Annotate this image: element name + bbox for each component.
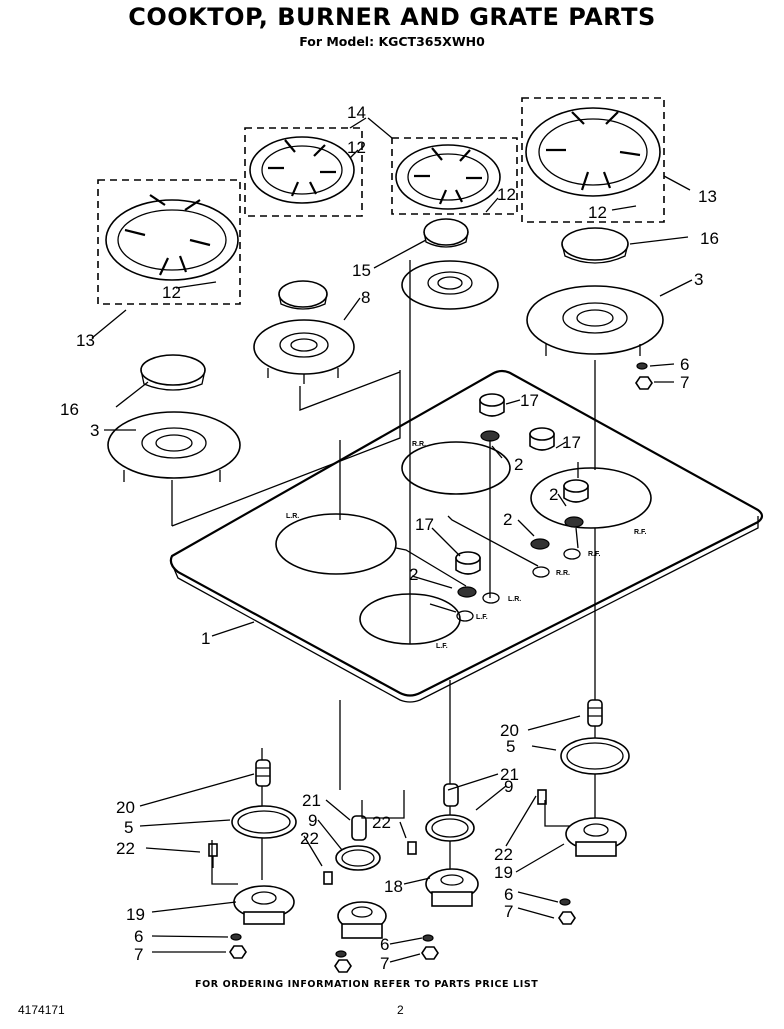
- orifice-lower-right: [587, 699, 603, 727]
- nut-lower-left: [229, 945, 247, 959]
- orifice-center-right: [443, 783, 459, 807]
- callout-19-a: 19: [126, 905, 145, 924]
- label-left-rear-hole: L.R.: [286, 513, 299, 520]
- burner-lower-right: [565, 817, 627, 857]
- grate-left-large: [97, 179, 241, 305]
- label-left-rear-valve: L.R.: [508, 596, 521, 603]
- callout-7-c: 7: [380, 954, 389, 973]
- callout-22-a: 22: [116, 839, 135, 858]
- callout-2-a: 2: [514, 455, 523, 474]
- label-right-rear-valve: R.R.: [556, 570, 570, 577]
- grate-right-rear-small: [391, 137, 518, 215]
- screw-center-left: [323, 871, 333, 885]
- callout-20-a: 20: [500, 721, 519, 740]
- callout-13-b: 13: [76, 331, 95, 350]
- washer-upper-right: [636, 362, 648, 370]
- callout-1: 1: [201, 629, 210, 648]
- callout-2-b: 2: [549, 485, 558, 504]
- label-left-front-valve: L.F.: [476, 614, 488, 621]
- screw-lower-left: [208, 843, 218, 868]
- label-right-front-valve: R.F.: [588, 551, 601, 558]
- screw-lower-right: [537, 789, 547, 805]
- callout-16-b: 16: [60, 400, 79, 419]
- knob-3: [563, 479, 589, 528]
- nut-center: [334, 946, 439, 973]
- callout-16-a: 16: [700, 229, 719, 248]
- knob-1: [479, 393, 505, 442]
- burner-base-right-front: [526, 285, 664, 356]
- callout-17-c: 17: [415, 515, 434, 534]
- callout-6-a: 6: [680, 355, 689, 374]
- grate-right-large: [521, 97, 665, 223]
- callout-14: 14: [347, 103, 366, 122]
- seal-ring-center-left: [335, 845, 381, 871]
- label-left-front-hole: L.F.: [436, 643, 448, 650]
- grate-left-rear-small: [244, 127, 363, 217]
- callout-12-b: 12: [162, 283, 181, 302]
- callout-7-a: 7: [680, 373, 689, 392]
- callout-7-b: 7: [134, 945, 143, 964]
- label-right-rear-hole: R.R.: [412, 441, 426, 448]
- callout-12-a: 12: [347, 138, 366, 157]
- burner-base-right-rear: [401, 260, 499, 310]
- callout-5-b: 5: [124, 818, 133, 837]
- screw-center-right: [407, 841, 417, 855]
- callout-5-a: 5: [506, 737, 515, 756]
- callout-9-b: 9: [308, 811, 317, 830]
- callout-9-a: 9: [504, 777, 513, 796]
- callout-6-b: 6: [134, 927, 143, 946]
- burner-cap-left-front: [140, 354, 206, 391]
- knob-2: [529, 427, 555, 451]
- burner-cap-left-rear: [278, 280, 328, 310]
- burner-base-left-front: [107, 411, 241, 482]
- burner-center-left: [337, 901, 387, 939]
- seal-ring-lower-left: [231, 805, 297, 839]
- callout-21-b: 21: [302, 791, 321, 810]
- callout-17-a: 17: [520, 391, 539, 410]
- burner-cap-right-rear: [423, 218, 469, 248]
- callout-19-b: 19: [494, 863, 513, 882]
- callout-12-c: 12: [497, 185, 516, 204]
- burner-center-right: [425, 868, 479, 907]
- nut-upper-right: [635, 376, 653, 390]
- callout-6-d: 6: [504, 885, 513, 904]
- washer-lower-left: [230, 933, 242, 941]
- ordering-note: FOR ORDERING INFORMATION REFER TO PARTS …: [195, 979, 539, 990]
- nut-lower-right: [558, 911, 576, 925]
- knob-4: [455, 538, 550, 598]
- label-right-front-hole: R.F.: [634, 529, 647, 536]
- page-title: COOKTOP, BURNER AND GRATE PARTS: [128, 3, 656, 31]
- callout-8: 8: [361, 288, 370, 307]
- document-number: 4174171: [18, 1003, 65, 1017]
- seal-ring-lower-right: [560, 737, 630, 775]
- burner-lower-left: [233, 885, 295, 925]
- washer-lower-right: [559, 898, 571, 906]
- callout-7-d: 7: [504, 902, 513, 921]
- callout-20-b: 20: [116, 798, 135, 817]
- callout-12-d: 12: [588, 203, 607, 222]
- callout-22-c: 22: [372, 813, 391, 832]
- callout-21-a: 21: [500, 765, 519, 784]
- cooktop-panel: [169, 369, 764, 703]
- callout-2-d: 2: [409, 565, 418, 584]
- seal-ring-center-right: [425, 814, 475, 842]
- callout-22-b: 22: [300, 829, 319, 848]
- callout-13-a: 13: [698, 187, 717, 206]
- callout-3-a: 3: [694, 270, 703, 289]
- burner-cap-right-front: [561, 227, 629, 264]
- orifice-center-left: [351, 815, 367, 841]
- page-number: 2: [397, 1003, 404, 1017]
- burner-base-left-rear: [253, 319, 355, 384]
- orifice-lower-left: [255, 759, 271, 787]
- callout-22-d: 22: [494, 845, 513, 864]
- callout-2-c: 2: [503, 510, 512, 529]
- callout-6-c: 6: [380, 935, 389, 954]
- model-subtitle: For Model: KGCT365XWH0: [299, 34, 485, 49]
- callout-18: 18: [384, 877, 403, 896]
- washer-center: [335, 934, 434, 958]
- callout-3-b: 3: [90, 421, 99, 440]
- callout-17-b: 17: [562, 433, 581, 452]
- callout-15: 15: [352, 261, 371, 280]
